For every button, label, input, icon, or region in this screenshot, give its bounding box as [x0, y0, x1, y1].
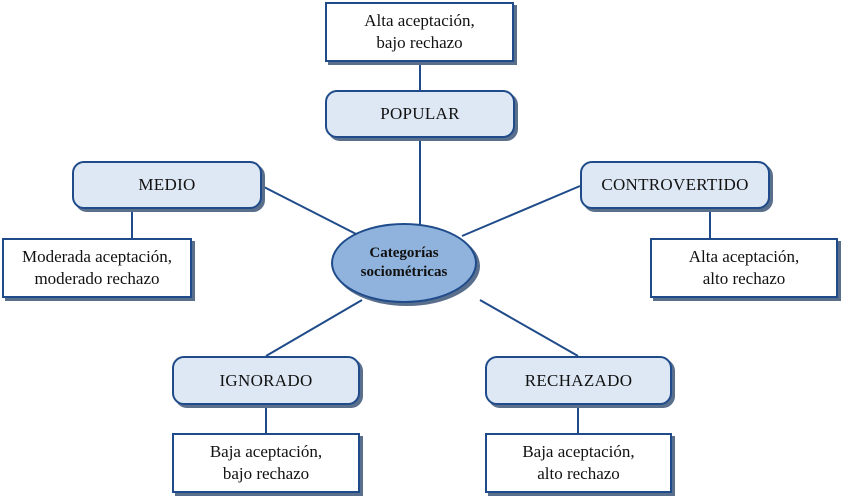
ignorado-description: Baja aceptación, bajo rechazo — [172, 433, 360, 493]
medio-label: MEDIO — [138, 175, 196, 194]
controvertido-desc-line1: Alta aceptación, — [688, 247, 800, 266]
link-center-medio — [261, 185, 361, 237]
controvertido-desc-line2: alto rechazo — [702, 269, 786, 288]
link-center-controvertido — [461, 185, 581, 237]
ignorado-box: IGNORADO — [172, 356, 360, 405]
ignorado-desc-line2: bajo rechazo — [222, 464, 310, 483]
popular-label: POPULAR — [380, 104, 460, 123]
rechazado-desc-line2: alto rechazo — [537, 464, 620, 483]
link-center-ignorado — [265, 299, 363, 357]
link-center-rechazado — [479, 299, 579, 357]
rechazado-label: RECHAZADO — [524, 370, 633, 390]
popular-box: POPULAR — [325, 90, 515, 138]
rechazado-description: Baja aceptación, alto rechazo — [485, 433, 672, 493]
medio-description: Moderada aceptación, moderado rechazo — [2, 238, 192, 298]
ignorado-label: IGNORADO — [219, 370, 313, 390]
rechazado-box: RECHAZADO — [485, 356, 672, 405]
popular-description: Alta aceptación, bajo rechazo — [325, 2, 514, 62]
medio-desc-line1: Moderada aceptación, — [21, 247, 173, 266]
popular-desc-line1: Alta aceptación, — [364, 11, 475, 30]
center-line2: sociométricas — [360, 264, 448, 280]
ignorado-desc-line1: Baja aceptación, — [209, 442, 323, 461]
rechazado-desc-line1: Baja aceptación, — [522, 442, 635, 461]
controvertido-label: CONTROVERTIDO — [601, 175, 749, 194]
center-line1: Categorías — [369, 245, 439, 261]
popular-desc-line2: bajo rechazo — [376, 33, 463, 52]
controvertido-description: Alta aceptación, alto rechazo — [650, 238, 838, 298]
center-ellipse: Categorías sociométricas — [331, 223, 477, 303]
medio-desc-line2: moderado rechazo — [34, 269, 160, 288]
medio-box: MEDIO — [72, 161, 262, 209]
controvertido-box: CONTROVERTIDO — [580, 161, 770, 209]
